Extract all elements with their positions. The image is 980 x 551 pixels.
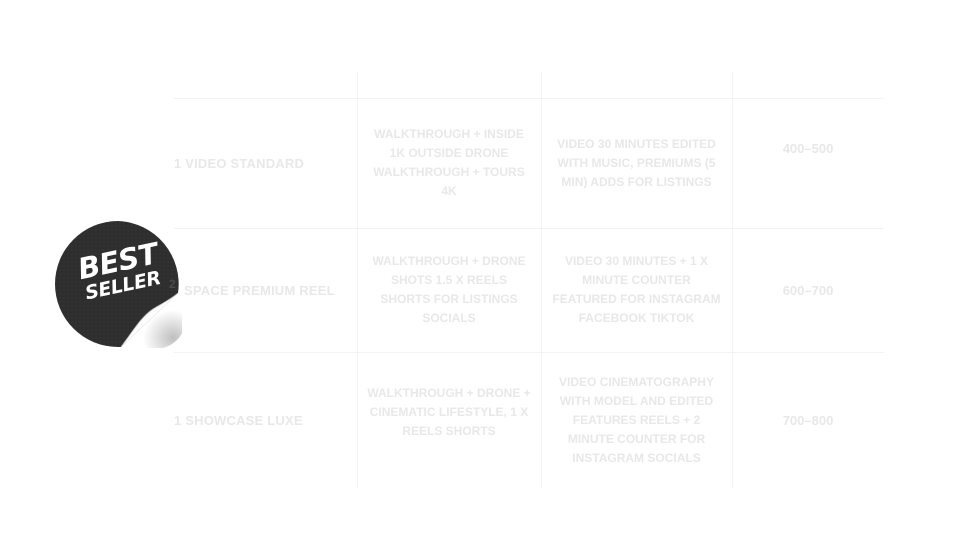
package-description: WALKTHROUGH + DRONE SHOTS 1.5 X REELS SH…: [372, 254, 526, 325]
package-price: 700–800: [782, 412, 834, 428]
package-price: 400–500: [782, 140, 834, 156]
pricing-table: 1 VIDEO STANDARD WALKTHROUGH + INSIDE 1K…: [174, 72, 884, 488]
column-divider: [357, 72, 358, 488]
best-seller-badge: BEST SELLER: [55, 221, 185, 349]
package-highlights: VIDEO 30 MINUTES + 1 X MINUTE COUNTER FE…: [552, 254, 721, 325]
package-description: WALKTHROUGH + INSIDE 1K OUTSIDE DRONE WA…: [373, 127, 525, 198]
row-divider: [174, 352, 884, 353]
row-divider: [174, 98, 884, 99]
package-description: WALKTHROUGH + DRONE + CINEMATIC LIFESTYL…: [367, 385, 531, 438]
column-divider: [541, 72, 542, 488]
package-price: 600–700: [782, 282, 834, 298]
package-name: 1 SHOWCASE LUXE: [174, 412, 303, 428]
sticker-icon: [55, 221, 185, 349]
row-divider: [174, 228, 884, 229]
column-divider: [732, 72, 733, 488]
package-name: SPACE PREMIUM REEL: [184, 282, 335, 298]
package-highlights: VIDEO CINEMATOGRAPHY WITH MODEL AND EDIT…: [559, 374, 714, 465]
package-index: 2: [169, 277, 176, 291]
package-name: 1 VIDEO STANDARD: [174, 155, 305, 171]
package-highlights: VIDEO 30 MINUTES EDITED WITH MUSIC, PREM…: [557, 136, 716, 189]
